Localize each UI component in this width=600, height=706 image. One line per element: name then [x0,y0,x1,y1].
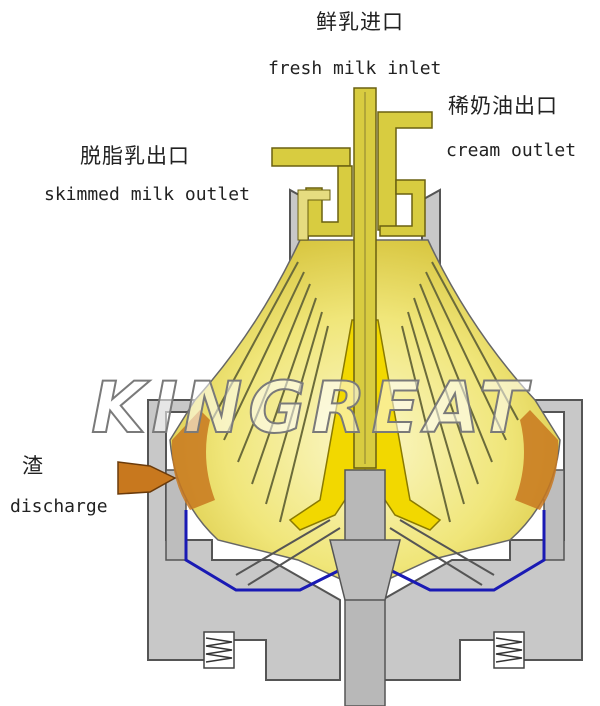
milk-inlet-label-en: fresh milk inlet [268,58,442,79]
skimmed-outlet-label-cn: 脱脂乳出口 [80,144,190,168]
spindle [329,469,401,706]
cream-outlet-pipe [377,111,433,237]
cream-outlet-label-cn: 稀奶油出口 [448,94,558,118]
skimmed-outlet-pipe [271,147,353,241]
discharge-label-en: discharge [10,496,108,517]
svg-text:KINGREAT: KINGREAT [91,367,532,449]
milk-inlet-pipe [353,87,377,469]
water-channel [184,510,546,592]
spring-left [203,631,235,669]
cream-outlet-label-en: cream outlet [446,140,577,161]
skimmed-outlet-label-en: skimmed milk outlet [44,184,250,205]
milk-inlet-label-cn: 鲜乳进口 [316,10,404,34]
disc-stack [211,261,519,586]
discharge-label-cn: 渣 [22,454,44,478]
discharge-nozzle [117,461,177,495]
spring-right [493,631,525,669]
watermark-logo: KINGREAT [90,366,532,450]
